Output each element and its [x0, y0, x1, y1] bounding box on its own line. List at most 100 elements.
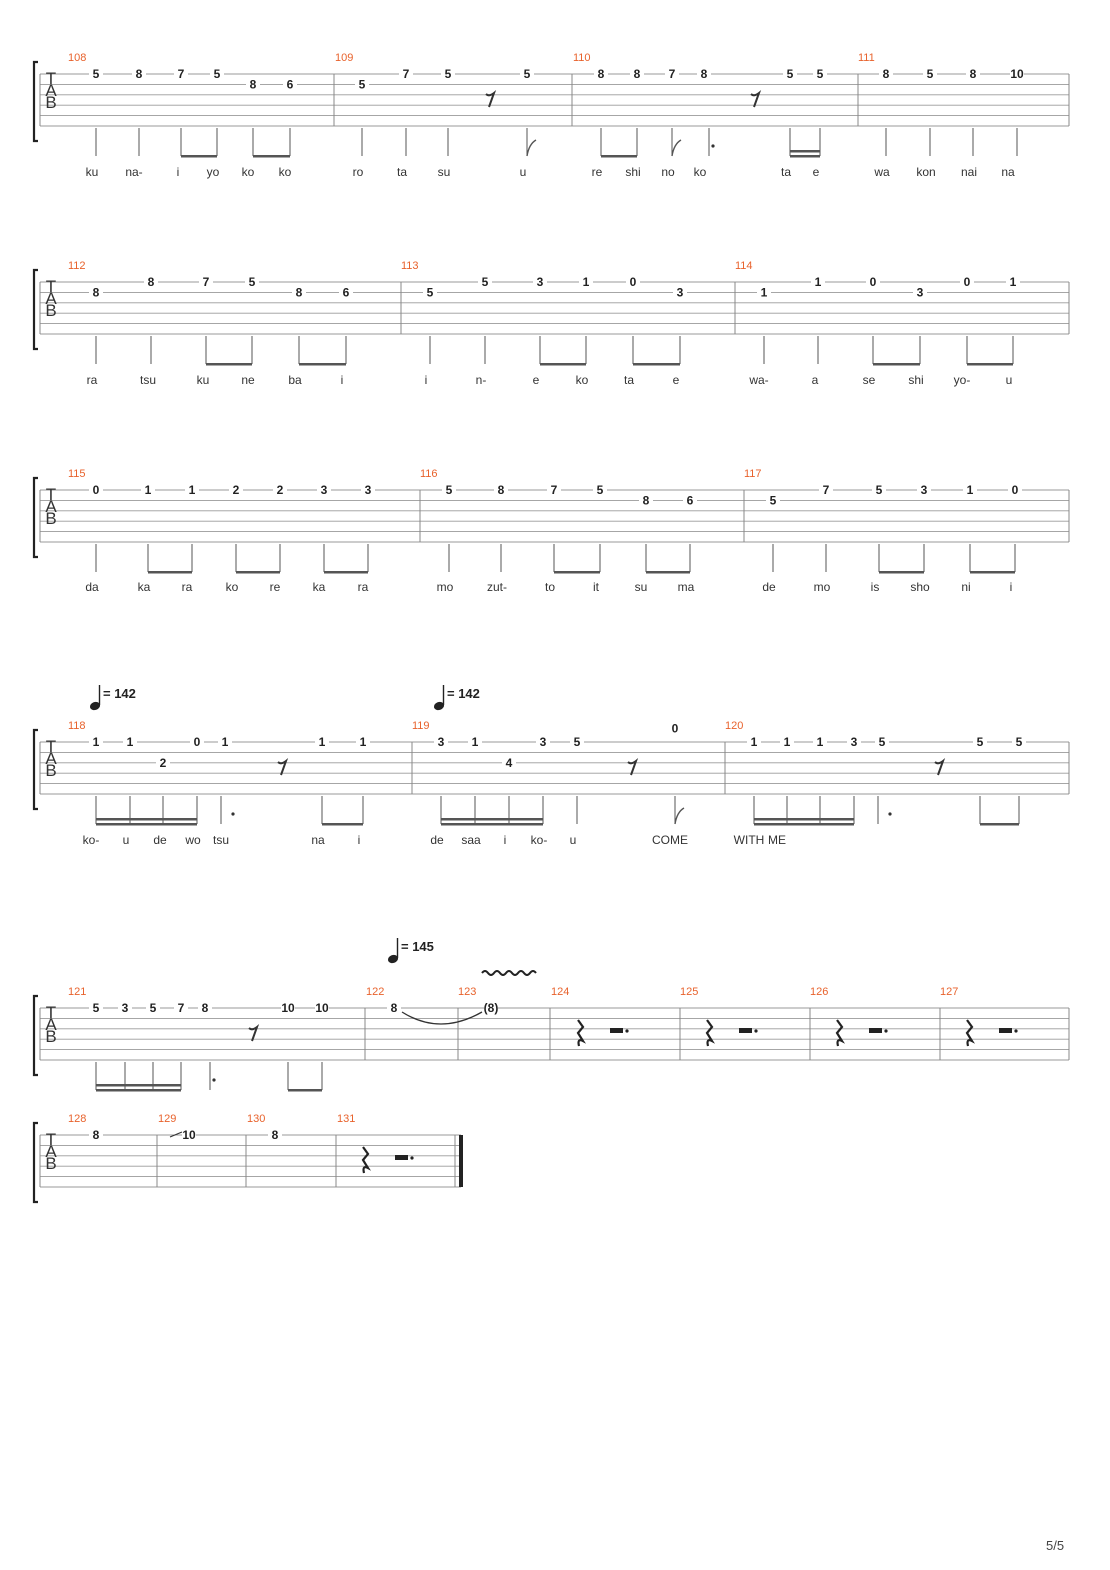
- beam: [790, 150, 820, 153]
- fret-bg: [185, 484, 199, 496]
- lyric-syllable: wo: [184, 833, 201, 847]
- measure-number: 128: [68, 1113, 86, 1125]
- measure-number: 127: [940, 986, 958, 998]
- lyric-syllable: re: [592, 165, 603, 179]
- quarter-rest-icon: [965, 1019, 976, 1047]
- fret-bg: [268, 1129, 282, 1141]
- lyric-syllable: i: [1010, 580, 1013, 594]
- tab-clef-letter: B: [45, 761, 56, 780]
- fret-bg: [533, 276, 547, 288]
- beam: [980, 823, 1019, 826]
- measure-number: 115: [68, 468, 86, 480]
- lyric-syllable: ta: [397, 165, 407, 179]
- tie-arc: [401, 1011, 483, 1025]
- tab-clef-letter: B: [45, 93, 56, 112]
- fret-bg: [387, 1002, 401, 1014]
- fret-number: 2: [233, 483, 240, 497]
- fret-bg: [484, 1002, 498, 1014]
- fret-number: 7: [178, 1001, 185, 1015]
- lyric-syllable: ko-: [83, 833, 100, 847]
- quarter-rest-icon: [576, 1019, 587, 1047]
- fret-bg: [356, 736, 370, 748]
- lyric-syllable: ne: [241, 373, 255, 387]
- tab-clef-letter: A: [45, 81, 57, 100]
- fret-bg: [879, 68, 893, 80]
- lyric-syllable: tsu: [140, 373, 156, 387]
- measure-number: 122: [366, 986, 384, 998]
- fret-number: 5: [524, 67, 531, 81]
- fret-bg: [89, 484, 103, 496]
- fret-number: 8: [202, 1001, 209, 1015]
- fret-number: 5: [446, 483, 453, 497]
- lyric-syllable: e: [673, 373, 680, 387]
- lyric-syllable: su: [438, 165, 451, 179]
- fret-number: 8: [296, 285, 303, 299]
- fret-bg: [963, 484, 977, 496]
- lyric-syllable: na-: [125, 165, 142, 179]
- fret-bg: [494, 484, 508, 496]
- system-bracket: [32, 60, 38, 143]
- beam: [181, 155, 217, 158]
- beam: [790, 155, 820, 158]
- lyric-syllable: WITH: [734, 833, 765, 847]
- lyric-syllable: ba: [288, 373, 302, 387]
- fret-number: 5: [817, 67, 824, 81]
- measure-number: 116: [420, 468, 438, 480]
- lyric-syllable: n-: [476, 373, 487, 387]
- lyric-syllable: yo: [207, 165, 220, 179]
- fret-bg: [89, 736, 103, 748]
- measure-number: 108: [68, 52, 86, 64]
- fret-number: 3: [537, 275, 544, 289]
- tempo-note-icon: [89, 701, 101, 711]
- fret-bg: [315, 1002, 329, 1014]
- lyric-syllable: ra: [182, 580, 193, 594]
- fret-number: 1: [1010, 275, 1017, 289]
- fret-number: 8: [643, 493, 650, 507]
- fret-number: (8): [484, 1001, 499, 1015]
- fret-number: 1: [93, 735, 100, 749]
- fret-bg: [174, 68, 188, 80]
- beam: [236, 571, 280, 574]
- fret-bg: [973, 736, 987, 748]
- fret-number: 5: [977, 735, 984, 749]
- fret-number: 10: [315, 1001, 329, 1015]
- half-rest-icon: [869, 1028, 882, 1033]
- fret-bg: [399, 68, 413, 80]
- fret-number: 7: [203, 275, 210, 289]
- tab-clef-letter: T: [46, 1003, 56, 1022]
- eighth-rest-icon: [934, 758, 946, 776]
- fret-number: 8: [701, 67, 708, 81]
- vibrato-icon: [481, 970, 537, 976]
- beam: [540, 363, 586, 366]
- fret-number: 0: [630, 275, 637, 289]
- lyric-syllable: de: [762, 580, 776, 594]
- lyric-syllable: re: [270, 580, 281, 594]
- fret-number: 6: [343, 285, 350, 299]
- tempo-value: = 142: [103, 686, 136, 701]
- fret-number: 1: [817, 735, 824, 749]
- fret-number: 1: [761, 285, 768, 299]
- lyric-syllable: zut-: [487, 580, 507, 594]
- tab-clef-letter: A: [45, 1142, 57, 1161]
- fret-bg: [757, 286, 771, 299]
- fret-number: 10: [281, 1001, 295, 1015]
- fret-number: 8: [883, 67, 890, 81]
- fret-number: 3: [540, 735, 547, 749]
- tab-clef-letter: T: [46, 1130, 56, 1149]
- beam: [441, 818, 543, 821]
- lyric-syllable: ta: [624, 373, 634, 387]
- fret-number: 3: [365, 483, 372, 497]
- lyric-syllable: shi: [625, 165, 640, 179]
- lyric-syllable: sho: [910, 580, 930, 594]
- fret-number: 8: [93, 285, 100, 299]
- fret-bg: [123, 736, 137, 748]
- lyric-syllable: u: [123, 833, 130, 847]
- lyric-syllable: i: [177, 165, 180, 179]
- eighth-rest-icon: [750, 90, 762, 108]
- beam: [148, 571, 192, 574]
- fret-bg: [273, 484, 287, 496]
- tab-clef-letter: A: [45, 749, 57, 768]
- beam: [96, 1089, 181, 1092]
- fret-number: 8: [148, 275, 155, 289]
- beam: [441, 823, 543, 826]
